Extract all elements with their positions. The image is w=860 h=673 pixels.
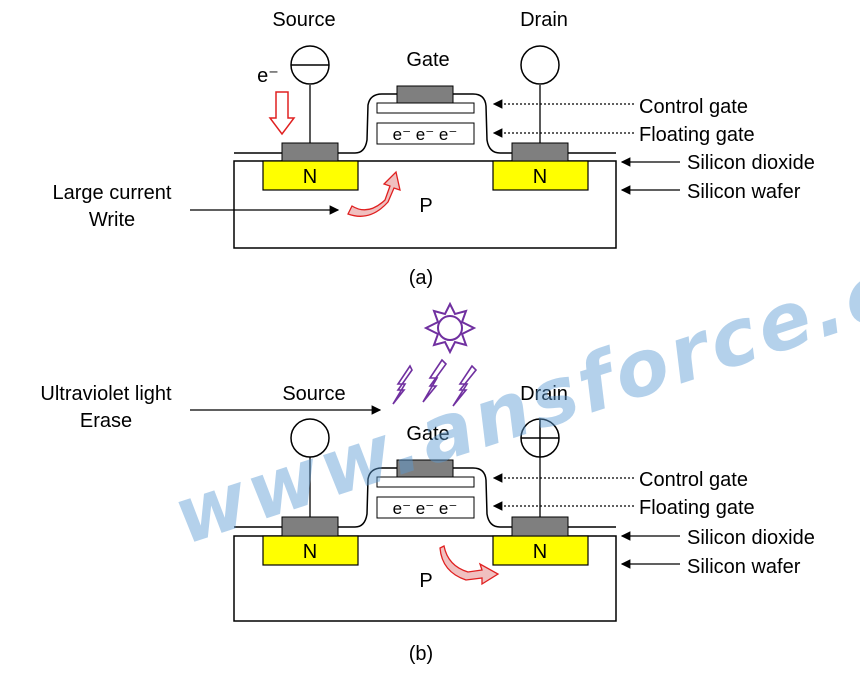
drain-contact-a: [511, 142, 569, 162]
p-label-b: P: [419, 570, 432, 592]
control-gate-b: [376, 476, 475, 488]
control-gate-a: [376, 102, 475, 114]
left-annotation-line1-a: Large current: [53, 182, 172, 204]
left-annotation-line1-b: Ultraviolet light: [40, 383, 172, 405]
source-terminal-b: [290, 418, 330, 458]
silicon-wafer-label-b: Silicon wafer: [687, 556, 801, 578]
caption-b: (b): [409, 643, 433, 665]
n-left-label-a: N: [303, 166, 317, 188]
electron-down-arrow-icon: [268, 91, 296, 136]
caption-a: (a): [409, 267, 433, 289]
floating-electrons-b: e⁻ e⁻ e⁻: [393, 499, 458, 518]
uv-rays-icon: [392, 358, 478, 407]
watermark: www.ansforce.com: [163, 201, 860, 563]
drain-contact-b: [511, 516, 569, 537]
source-contact-a: [281, 142, 339, 162]
n-right-label-b: N: [533, 541, 547, 563]
control-gate-label-a: Control gate: [639, 96, 748, 118]
control-gate-label-b: Control gate: [639, 469, 748, 491]
floating-gate-b: [376, 496, 475, 519]
panel-a: N N P e⁻ e⁻ e⁻ Gate Source Drain e⁻ Larg…: [53, 9, 815, 289]
n-left-label-b: N: [303, 541, 317, 563]
electron-label-a: e⁻: [257, 65, 279, 87]
floating-gate-a: [376, 122, 475, 145]
left-annotation-line2-b: Erase: [80, 410, 132, 432]
uv-lamp-icon: [423, 301, 477, 355]
curved-injection-arrow-icon: [347, 170, 401, 217]
gate-label-b: Gate: [406, 423, 449, 445]
silicon-dioxide-label-b: Silicon dioxide: [687, 527, 815, 549]
n-region-left-b: [262, 535, 359, 566]
drain-label-a: Drain: [520, 9, 568, 31]
silicon-dioxide-label-a: Silicon dioxide: [687, 152, 815, 174]
floating-gate-label-a: Floating gate: [639, 124, 755, 146]
silicon-wafer-label-a: Silicon wafer: [687, 181, 801, 203]
source-label-b: Source: [282, 383, 345, 405]
drain-terminal-a: [520, 45, 560, 85]
n-region-left-a: [262, 160, 359, 191]
n-right-label-a: N: [533, 166, 547, 188]
floating-electrons-a: e⁻ e⁻ e⁻: [393, 125, 458, 144]
left-annotation-line2-a: Write: [89, 209, 135, 231]
n-region-right-b: [492, 535, 589, 566]
p-label-a: P: [419, 195, 432, 217]
curved-ejection-arrow-icon: [439, 545, 500, 586]
gate-label-a: Gate: [406, 49, 449, 71]
control-gate-metal-a: [396, 85, 454, 104]
panel-b: N N P e⁻ e⁻ e⁻ Gate Source Drain: [40, 301, 815, 665]
floating-gate-label-b: Floating gate: [639, 497, 755, 519]
drain-label-b: Drain: [520, 383, 568, 405]
source-label-a: Source: [272, 9, 335, 31]
